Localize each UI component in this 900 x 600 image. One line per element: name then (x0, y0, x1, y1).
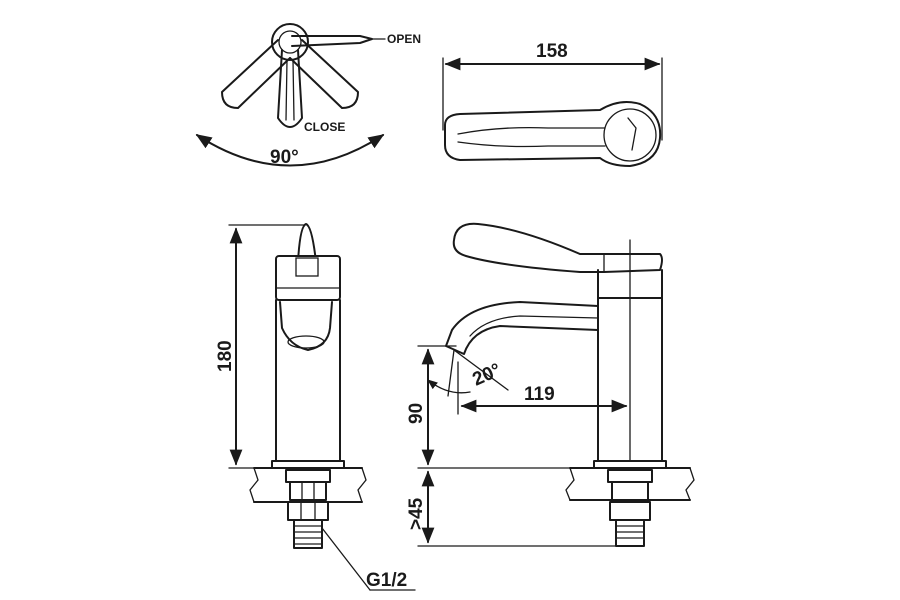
open-label: OPEN (387, 32, 421, 46)
thread-leader (321, 527, 371, 591)
side-washer (607, 469, 653, 483)
front-lever-tip (297, 223, 317, 263)
front-countertop-break (249, 467, 367, 503)
angle-ref-line-1 (447, 349, 455, 397)
lever-left-position (221, 39, 291, 109)
handle-hub-inner (278, 30, 302, 54)
side-nut (611, 481, 649, 501)
front-head (275, 255, 341, 301)
front-head-slot (295, 257, 319, 277)
lever-close-detail (285, 59, 295, 121)
handle-hub-outer (271, 23, 309, 61)
spout-height-dim-label: 90 (406, 403, 427, 424)
side-spout-contour (469, 315, 599, 337)
side-lock-nut (609, 501, 651, 521)
top-view-rotation: OPEN CLOSE 90° (195, 23, 421, 168)
mount-dim-label: >45 (406, 497, 427, 530)
spout-angle-label: 20° (469, 360, 504, 391)
handle-hub-circle (603, 108, 657, 162)
handle-top-contour (457, 126, 606, 135)
front-base-flange (271, 460, 345, 469)
height-dim-label: 180 (215, 340, 236, 372)
front-lock-nut (287, 501, 329, 521)
front-nut (289, 481, 327, 501)
rotation-angle-label: 90° (270, 147, 299, 168)
rotation-arc (195, 134, 385, 167)
close-label: CLOSE (304, 120, 345, 134)
handle-body-top (444, 101, 662, 167)
front-threaded-shank (293, 519, 323, 549)
front-thread-lines (293, 525, 323, 545)
front-spout-outlet (287, 335, 325, 349)
handle-bottom-contour (457, 141, 606, 148)
side-base-flange (593, 460, 667, 469)
front-washer (285, 469, 331, 483)
handle-hub-detail (627, 117, 637, 151)
side-spout (445, 301, 599, 355)
angle-ref-line-2 (453, 349, 509, 391)
front-view: 180 G1/2 (215, 223, 416, 591)
side-threaded-shank (615, 519, 645, 547)
side-thread-lines (615, 525, 645, 539)
top-view-length: 158 (442, 41, 663, 167)
front-spout (279, 301, 333, 351)
thread-label: G1/2 (366, 570, 407, 591)
side-lever (452, 222, 663, 273)
reach-dim-label: 119 (524, 384, 555, 405)
side-view: 20° 119 90 >45 (406, 222, 695, 547)
side-countertop-break (565, 467, 695, 501)
lever-close-position (277, 49, 303, 128)
length-dim-label: 158 (536, 41, 568, 62)
lever-right-position (289, 39, 359, 109)
